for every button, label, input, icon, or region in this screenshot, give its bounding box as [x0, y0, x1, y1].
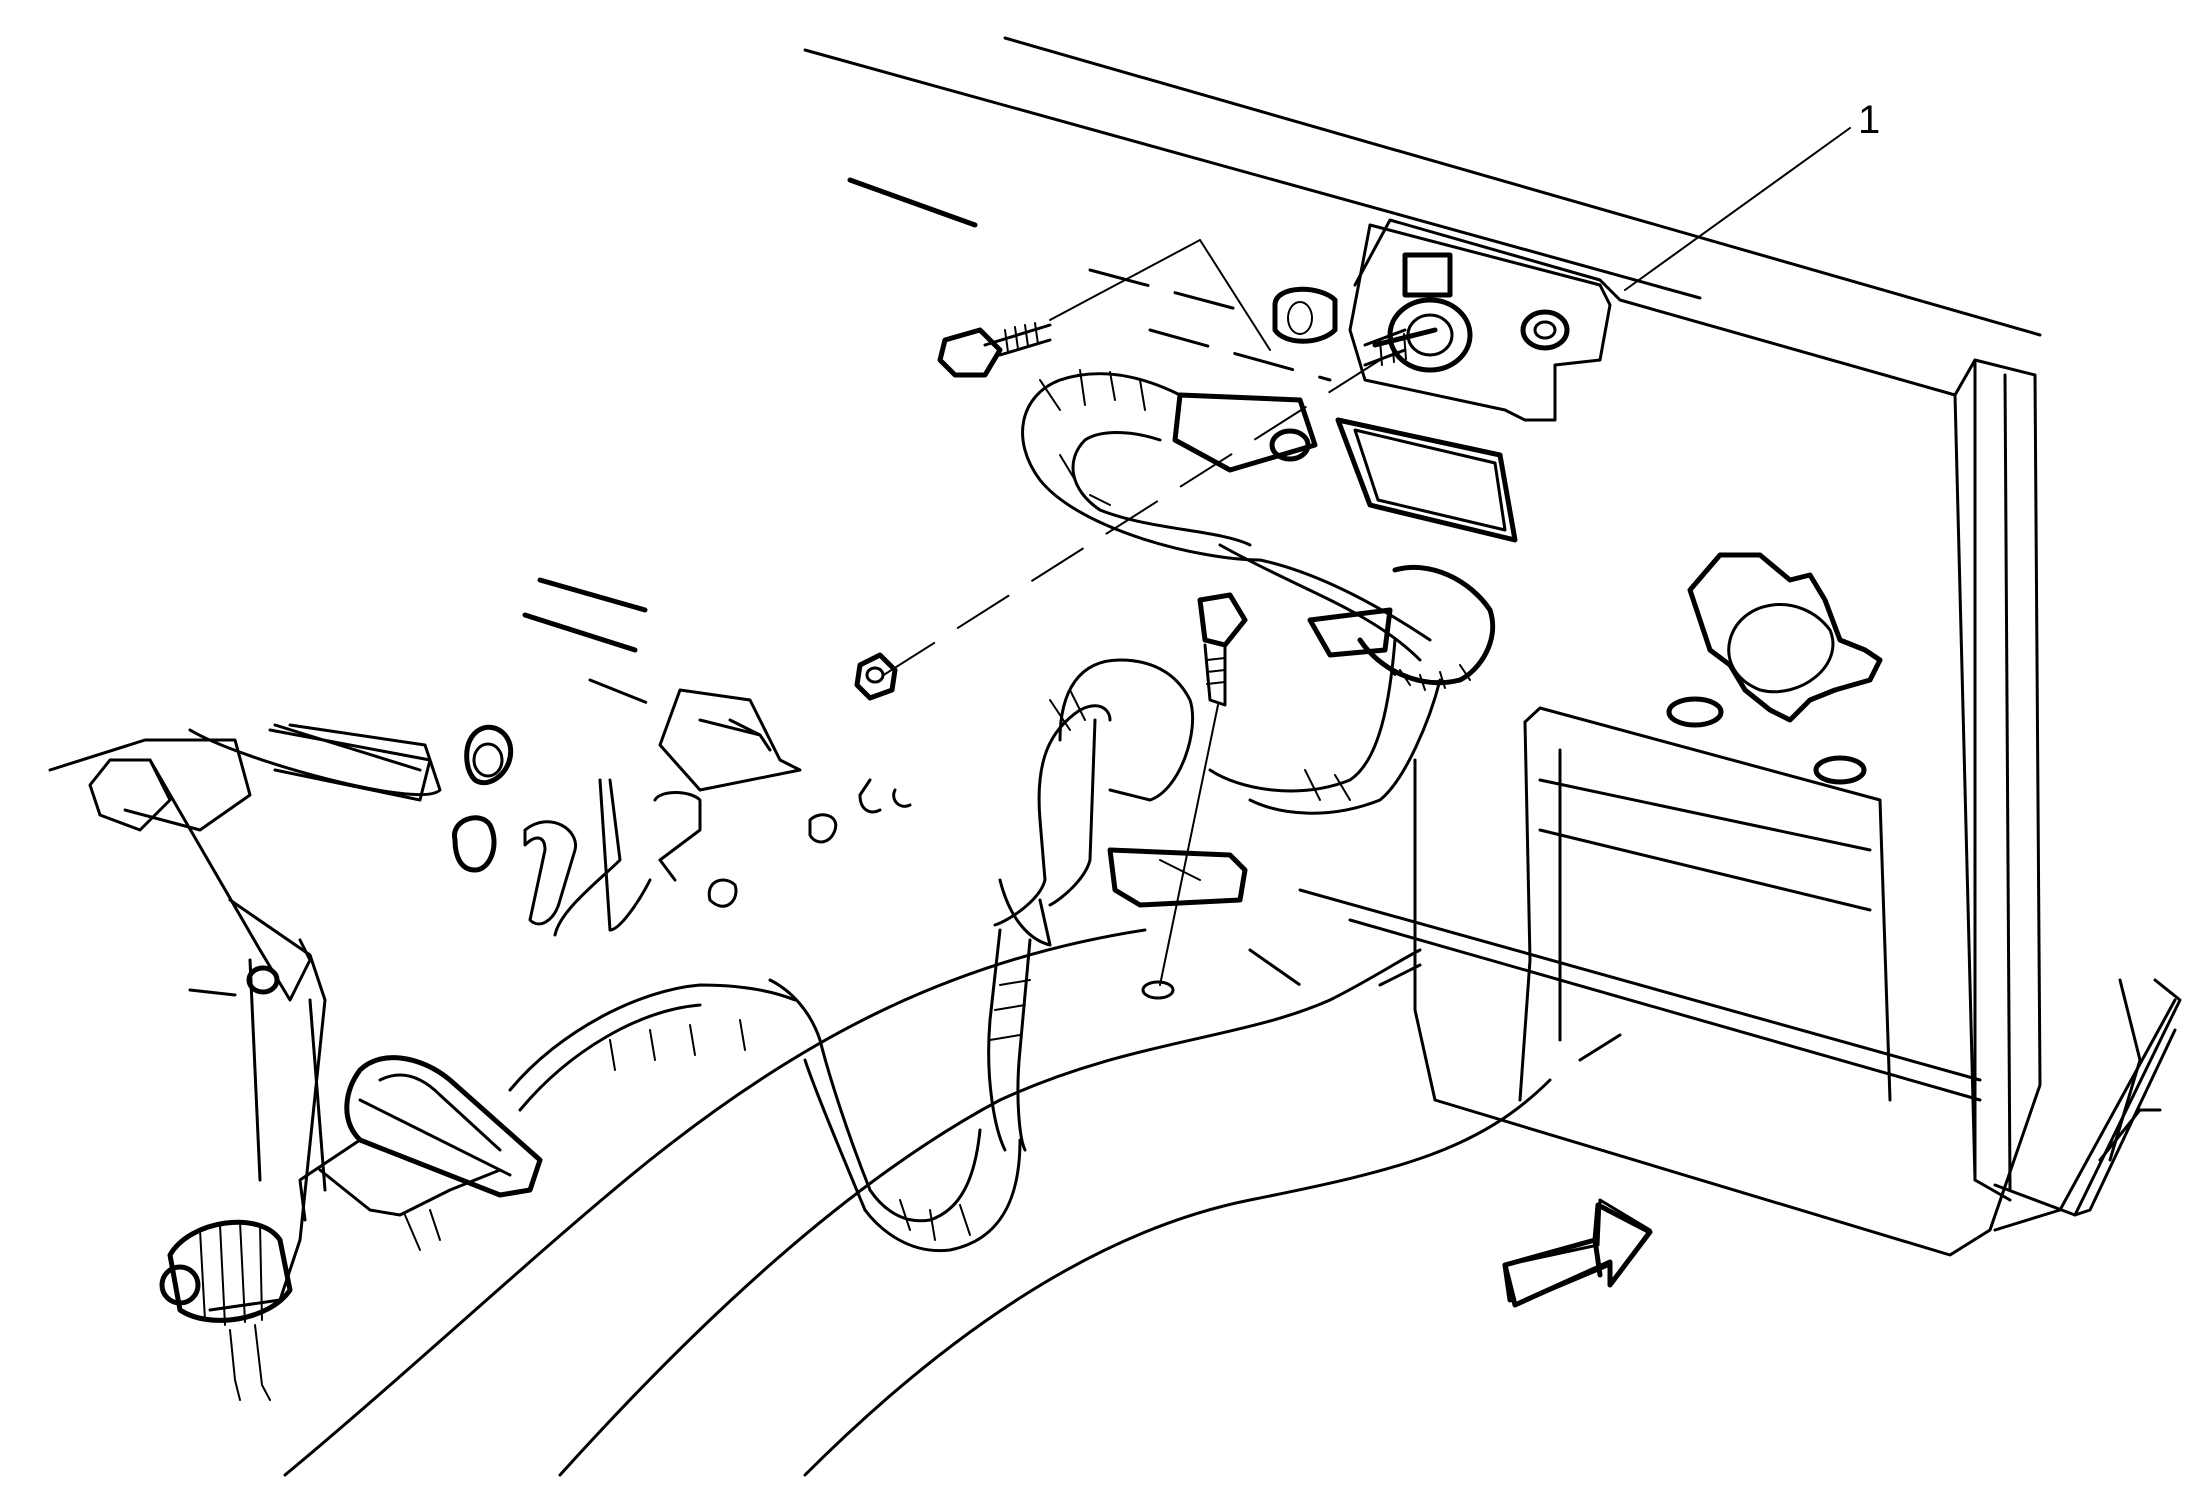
wiring-harness-middle [993, 564, 1496, 947]
fasteners [854, 239, 1407, 1000]
component-1-bracket [1335, 223, 1612, 543]
body-panel-outline [803, 36, 2042, 382]
wiring-harness-lower [508, 928, 1032, 1253]
wiring-harness-upper [1021, 369, 1432, 662]
body-contour-lines [283, 928, 1622, 1477]
callout-1-leader [1624, 127, 1851, 291]
left-mechanism [48, 577, 912, 1312]
callout-label-1: 1 [1858, 98, 1881, 142]
arrow-forward-icon [1502, 1198, 1653, 1308]
rear-panel [1298, 218, 2182, 1257]
connector-assembly [159, 1055, 543, 1401]
panel-features [1666, 552, 1883, 785]
